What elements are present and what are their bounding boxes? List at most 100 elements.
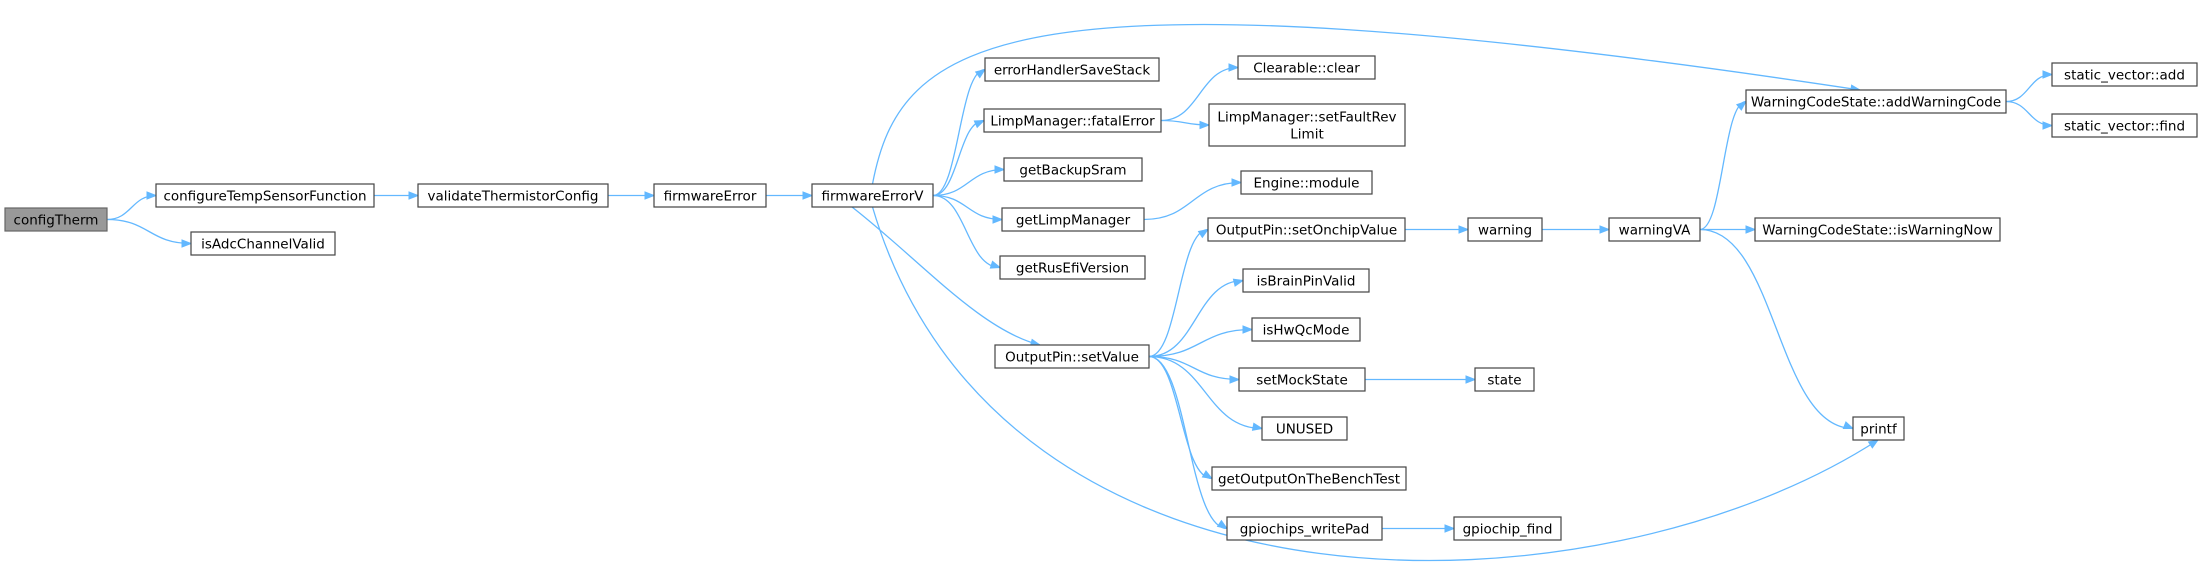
edge-warning-va-to-warning-code-state-add-warning-code-arrowhead (1735, 100, 1748, 111)
node-box (190, 231, 336, 256)
node-label: isBrainPinValid (1257, 274, 1356, 290)
node-unused[interactable]: UNUSED (1261, 416, 1348, 441)
node-warning[interactable]: warning (1467, 217, 1543, 242)
node-box (984, 57, 1160, 82)
edge-get-limp-manager-to-engine-module-arrowhead (1231, 178, 1243, 187)
node-limp-manager-fatal-error[interactable]: LimpManager::fatalError (983, 108, 1162, 133)
node-output-pin-set-onchip-value[interactable]: OutputPin::setOnchipValue (1207, 217, 1406, 242)
node-get-output-on-the-bench-test[interactable]: getOutputOnTheBenchTest (1211, 466, 1407, 491)
node-is-brain-pin-valid[interactable]: isBrainPinValid (1242, 268, 1370, 293)
edge-output-pin-set-value-to-get-output-on-the-bench-test-arrowhead (1201, 470, 1214, 480)
node-validate-thermistor-config[interactable]: validateThermistorConfig (417, 183, 609, 208)
edge-firmware-error-v-to-error-handler-save-stack-arrowhead (974, 68, 987, 79)
node-label: firmwareErrorV (822, 189, 925, 205)
node-label: gpiochips_writePad (1240, 522, 1370, 538)
node-box (653, 183, 767, 208)
node-box (1226, 516, 1383, 541)
edge-configure-temp-sensor-function-to-validate-thermistor-config-arrowhead (408, 191, 420, 200)
node-box (155, 183, 375, 208)
node-configure-temp-sensor-function[interactable]: configureTempSensorFunction (155, 183, 375, 208)
edge-config-therm-to-is-adc-channel-valid (106, 218, 192, 245)
edge-firmware-error-v-to-get-limp-manager (932, 194, 1003, 221)
node-label: Engine::module (1254, 176, 1360, 192)
edge-config-therm-to-is-adc-channel-valid-arrowhead (181, 239, 193, 248)
edge-firmware-error-v-to-limp-manager-fatal-error-arrowhead (973, 119, 986, 129)
node-error-handler-save-stack[interactable]: errorHandlerSaveStack (984, 57, 1160, 82)
node-gpiochip-find[interactable]: gpiochip_find (1453, 516, 1562, 541)
call-graph-edges (106, 23, 2054, 562)
edge-limp-manager-fatal-error-to-limp-manager-set-fault-rev-limit-arrowhead (1199, 120, 1211, 130)
node-box (1003, 157, 1143, 182)
edge-warning-code-state-add-warning-code-to-static-vector-add-arrowhead (2042, 70, 2054, 79)
node-engine-module[interactable]: Engine::module (1240, 170, 1373, 195)
edge-firmware-error-v-to-get-limp-manager-arrowhead (992, 215, 1004, 224)
node-label: WarningCodeState::isWarningNow (1762, 223, 1993, 239)
node-static-vector-find[interactable]: static_vector::find (2051, 113, 2198, 138)
edge-firmware-error-v-to-output-pin-set-value (851, 206, 1041, 346)
node-label: isAdcChannelValid (201, 237, 325, 253)
node-box (1251, 317, 1361, 342)
node-output-pin-set-value[interactable]: OutputPin::setValue (994, 344, 1150, 369)
node-state[interactable]: state (1474, 367, 1535, 392)
edge-warning-va-to-warning-code-state-is-warning-now-arrowhead (1745, 225, 1757, 234)
edge-firmware-error-to-firmware-error-v-arrowhead (802, 191, 814, 200)
node-warning-code-state-add-warning-code[interactable]: WarningCodeState::addWarningCode (1745, 89, 2007, 114)
edge-output-pin-set-value-to-is-hw-qc-mode-arrowhead (1242, 325, 1254, 334)
node-set-mock-state[interactable]: setMockState (1238, 367, 1366, 392)
edge-warning-va-to-printf-arrowhead (1842, 421, 1855, 430)
node-label: gpiochip_find (1463, 522, 1553, 538)
edge-output-pin-set-value-to-set-mock-state (1148, 355, 1240, 381)
node-firmware-error-v[interactable]: firmwareErrorV (811, 183, 934, 208)
node-gpiochips-write-pad[interactable]: gpiochips_writePad (1226, 516, 1383, 541)
edge-output-pin-set-value-to-is-hw-qc-mode (1148, 328, 1253, 358)
edge-output-pin-set-value-to-get-output-on-the-bench-test (1148, 355, 1213, 480)
node-box (811, 183, 934, 208)
node-box (994, 344, 1150, 369)
node-warning-va[interactable]: warningVA (1608, 217, 1701, 242)
node-is-adc-channel-valid[interactable]: isAdcChannelValid (190, 231, 336, 256)
node-is-hw-qc-mode[interactable]: isHwQcMode (1251, 317, 1361, 342)
node-firmware-error[interactable]: firmwareError (653, 183, 767, 208)
node-label: Limit (1290, 127, 1323, 143)
edge-validate-thermistor-config-to-firmware-error-arrowhead (644, 191, 656, 200)
edge-firmware-error-v-to-printf-arrowhead (1867, 439, 1880, 449)
node-label: UNUSED (1276, 422, 1333, 438)
node-box (1852, 416, 1905, 441)
node-static-vector-add[interactable]: static_vector::add (2051, 62, 2198, 87)
node-label: warningVA (1619, 223, 1691, 239)
edge-get-limp-manager-to-engine-module (1143, 181, 1242, 221)
node-printf[interactable]: printf (1852, 416, 1905, 441)
node-label: isHwQcMode (1263, 323, 1350, 339)
edge-output-pin-set-value-to-unused-arrowhead (1251, 422, 1264, 431)
node-label: printf (1860, 422, 1898, 438)
edge-firmware-error-v-to-warning-code-state-add-warning-code (871, 23, 1861, 185)
node-box (1237, 55, 1376, 80)
node-box (4, 207, 108, 232)
edge-output-pin-set-value-to-set-mock-state-arrowhead (1229, 375, 1241, 384)
node-label: OutputPin::setValue (1005, 350, 1139, 366)
node-get-rus-efi-version[interactable]: getRusEfiVersion (999, 255, 1146, 280)
node-warning-code-state-is-warning-now[interactable]: WarningCodeState::isWarningNow (1754, 217, 2001, 242)
node-box (1208, 103, 1406, 147)
node-box (1608, 217, 1701, 242)
edge-set-mock-state-to-state-arrowhead (1465, 375, 1477, 384)
edge-limp-manager-fatal-error-to-clearable-clear (1160, 66, 1239, 122)
node-config-therm[interactable]: configTherm (4, 207, 108, 232)
call-graph-nodes: configTherm configureTempSensorFunction is… (4, 55, 2198, 541)
node-box (983, 108, 1162, 133)
node-get-backup-sram[interactable]: getBackupSram (1003, 157, 1143, 182)
node-box (1242, 268, 1370, 293)
node-label: validateThermistorConfig (428, 189, 599, 205)
node-box (1261, 416, 1348, 441)
edge-firmware-error-v-to-get-rus-efi-version-arrowhead (989, 260, 1002, 269)
node-label: static_vector::find (2064, 119, 2185, 135)
node-box (2051, 113, 2198, 138)
node-clearable-clear[interactable]: Clearable::clear (1237, 55, 1376, 80)
edge-config-therm-to-configure-temp-sensor-function (106, 194, 157, 221)
node-get-limp-manager[interactable]: getLimpManager (1001, 207, 1145, 232)
node-box (1453, 516, 1562, 541)
node-label: static_vector::add (2064, 68, 2185, 84)
edge-warning-code-state-add-warning-code-to-static-vector-find-arrowhead (2042, 121, 2054, 130)
node-label: firmwareError (664, 189, 757, 205)
